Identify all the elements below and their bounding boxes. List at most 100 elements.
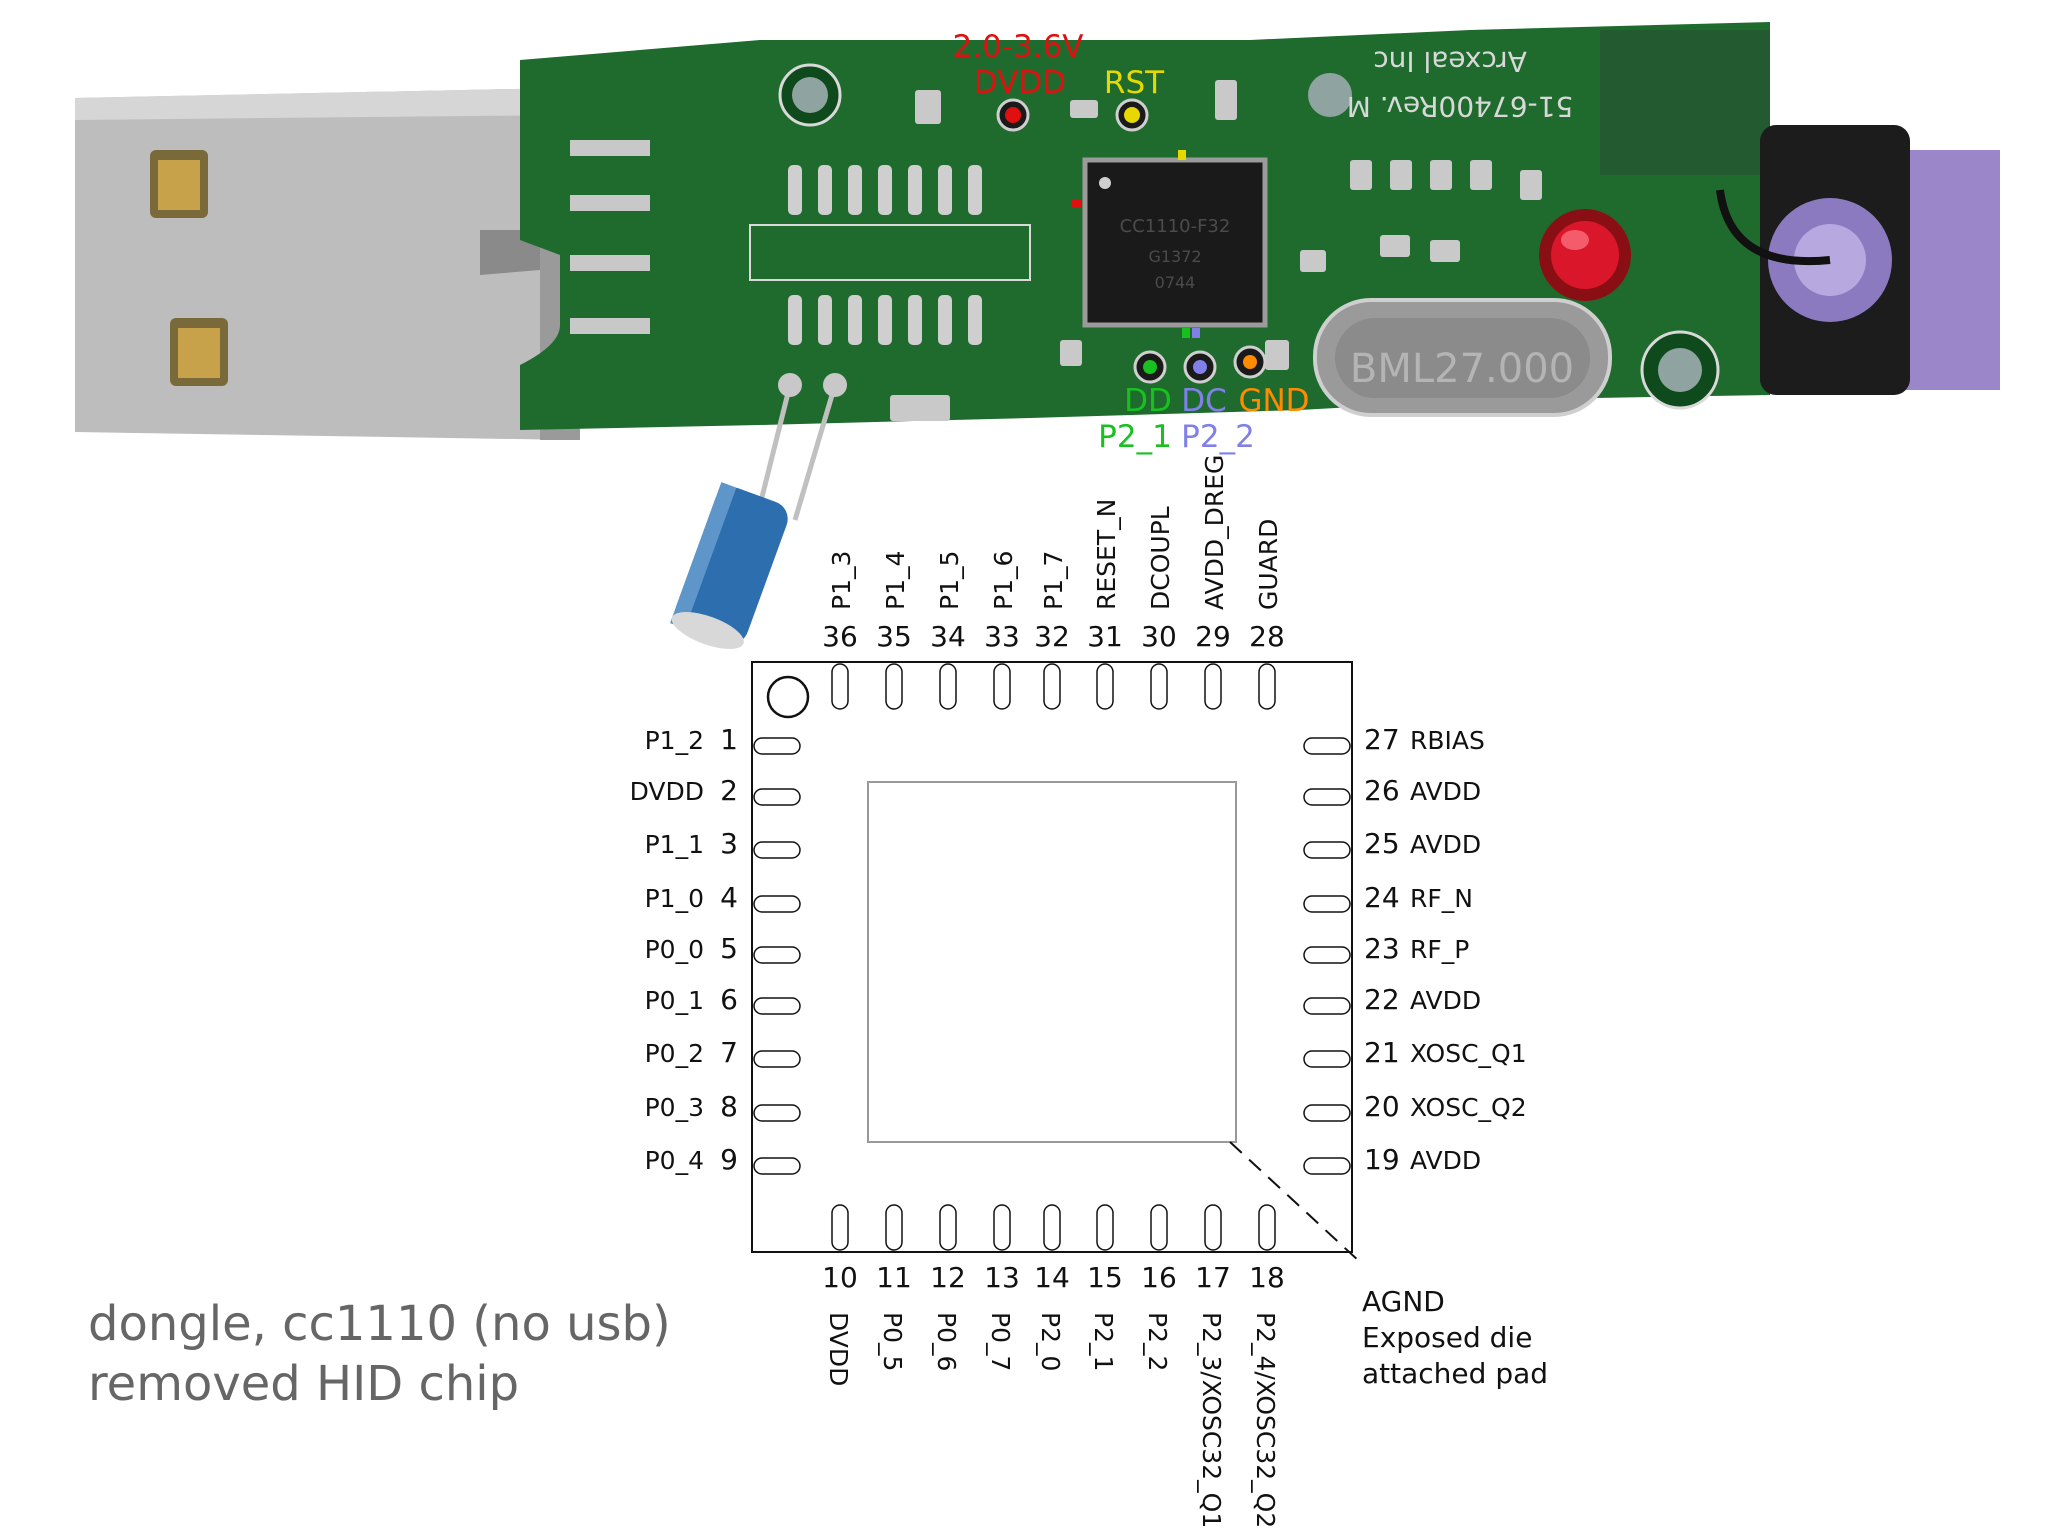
cable-assembly <box>1716 125 2000 395</box>
pin-number-right: 19 <box>1364 1143 1400 1176</box>
dc-pin-marker <box>1192 328 1200 338</box>
pin-name-top: P1_7 <box>1039 551 1068 610</box>
pin-number-bottom: 16 <box>1141 1261 1177 1294</box>
pin-number-bottom: 11 <box>876 1261 912 1294</box>
pin-pad-top <box>939 663 957 710</box>
pin-number-right: 26 <box>1364 774 1400 807</box>
pin-name-left: P1_1 <box>645 830 704 859</box>
pin-name-top: DCOUPL <box>1146 506 1175 610</box>
dd-test-point-dot <box>1143 360 1157 374</box>
pin-name-bottom: DVDD <box>824 1312 853 1386</box>
pin-pad-right <box>1303 1157 1351 1175</box>
pin-number-bottom: 15 <box>1087 1261 1123 1294</box>
pin-number-top: 36 <box>822 620 858 653</box>
pin-number-left: 6 <box>720 983 738 1016</box>
pin-name-left: DVDD <box>630 777 704 806</box>
pin-number-left: 2 <box>720 774 738 807</box>
pin-name-top: P1_5 <box>935 551 964 610</box>
gnd-label: GND <box>1238 383 1309 419</box>
pin-pad-left <box>753 841 801 859</box>
pin-name-bottom: P0_5 <box>878 1312 907 1371</box>
chip-marking-line-1: CC1110-F32 <box>1120 216 1231 237</box>
rst-label: RST <box>1104 65 1165 101</box>
chip-marking-line-3: 0744 <box>1155 273 1196 292</box>
pin-name-left: P0_0 <box>645 935 704 964</box>
pin-number-bottom: 18 <box>1249 1261 1285 1294</box>
pin-number-bottom: 10 <box>822 1261 858 1294</box>
pin-name-top: GUARD <box>1254 519 1283 610</box>
pin-name-right: XOSC_Q1 <box>1410 1039 1527 1068</box>
pin-pad-left <box>753 788 801 806</box>
dvdd-test-point-dot <box>1005 107 1021 123</box>
pin-pad-left <box>753 895 801 913</box>
pin-pad-right <box>1303 997 1351 1015</box>
pin-pad-right <box>1303 841 1351 859</box>
pin-pad-left <box>753 1104 801 1122</box>
pin-number-left: 3 <box>720 827 738 860</box>
pin-name-bottom: P0_7 <box>986 1312 1015 1371</box>
pin-pad-right <box>1303 737 1351 755</box>
pin-pad-left <box>753 997 801 1015</box>
pin-name-bottom: P2_4/XOSC32_Q2 <box>1251 1312 1280 1528</box>
usb-pin-traces <box>570 140 650 334</box>
pin-pad-left <box>753 1157 801 1175</box>
pin1-indicator <box>766 675 810 719</box>
pad-callout-line <box>1229 1141 1361 1263</box>
pin-name-left: P0_2 <box>645 1039 704 1068</box>
pin-pad-bottom <box>885 1204 903 1251</box>
pin-pad-bottom <box>1043 1204 1061 1251</box>
tape-overlay <box>1600 30 1770 175</box>
cc1110-chip: CC1110-F32 G1372 0744 <box>1072 150 1268 338</box>
pin-number-left: 7 <box>720 1036 738 1069</box>
pin-pad-bottom <box>1150 1204 1168 1251</box>
pin-name-top: P1_3 <box>827 551 856 610</box>
pin1-marker <box>1072 200 1082 208</box>
dvdd-label: DVDD <box>974 65 1066 101</box>
dc-port-label: P2_2 <box>1181 419 1255 455</box>
pin-pad-top <box>993 663 1011 710</box>
pin-number-right: 20 <box>1364 1090 1400 1123</box>
pin-name-bottom: P0_6 <box>932 1312 961 1371</box>
pin-number-top: 28 <box>1249 620 1285 653</box>
pin-number-right: 21 <box>1364 1036 1400 1069</box>
pin-number-left: 8 <box>720 1090 738 1123</box>
red-led <box>1539 209 1631 301</box>
pin-name-left: P0_3 <box>645 1093 704 1122</box>
dc-test-point-dot <box>1193 360 1207 374</box>
smd-components <box>890 80 1542 421</box>
pin-number-right: 25 <box>1364 827 1400 860</box>
caption-line-2: removed HID chip <box>88 1356 519 1412</box>
pin-pad-bottom <box>1204 1204 1222 1251</box>
electrolytic-capacitor <box>670 373 847 649</box>
pin-name-top: P1_6 <box>989 551 1018 610</box>
dd-label: DD <box>1124 383 1172 419</box>
pin-pad-top <box>885 663 903 710</box>
pin-number-right: 24 <box>1364 881 1400 914</box>
pin-pad-right <box>1303 1104 1351 1122</box>
pin-pad-bottom <box>831 1204 849 1251</box>
pin-pad-bottom <box>1258 1204 1276 1251</box>
pin-pad-right <box>1303 1050 1351 1068</box>
pin-name-left: P1_0 <box>645 884 704 913</box>
removed-hid-chip-footprint <box>749 165 1031 345</box>
dd-pin-marker <box>1182 328 1190 338</box>
pin-number-top: 32 <box>1034 620 1070 653</box>
pin-name-bottom: P2_1 <box>1089 1312 1118 1371</box>
crystal-oscillator: BML27.000 <box>1313 298 1612 417</box>
pin-pad-top <box>1258 663 1276 710</box>
pin-number-bottom: 14 <box>1034 1261 1070 1294</box>
pin-pad-right <box>1303 895 1351 913</box>
pin-pad-left <box>753 737 801 755</box>
pin-pad-bottom <box>939 1204 957 1251</box>
pin-pad-top <box>1204 663 1222 710</box>
pin-name-left: P1_2 <box>645 726 704 755</box>
reset-pin-marker <box>1178 150 1186 160</box>
pin-name-top: AVDD_DREG <box>1200 455 1229 610</box>
pin-pad-bottom <box>993 1204 1011 1251</box>
qfn36-pinout: 36P1_335P1_434P1_533P1_632P1_731RESET_N3… <box>630 455 1548 1529</box>
chip-marking-line-2: G1372 <box>1148 247 1201 266</box>
gnd-test-point-dot <box>1243 355 1257 369</box>
pin-number-left: 9 <box>720 1143 738 1176</box>
pin-pad-bottom <box>1096 1204 1114 1251</box>
